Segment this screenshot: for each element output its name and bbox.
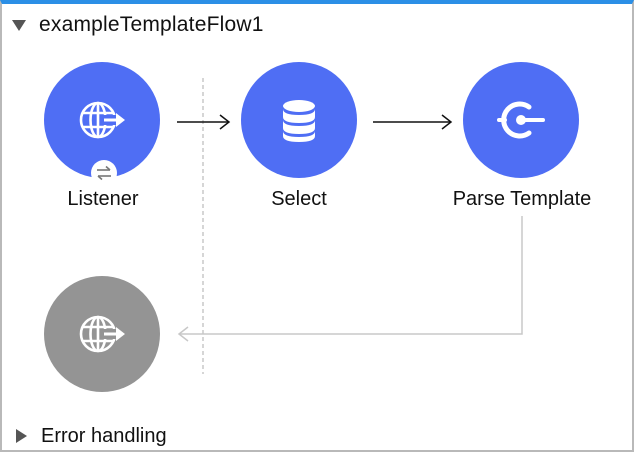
return-arrowhead (177, 326, 189, 342)
arrowhead-listener-select (219, 114, 231, 130)
parse-template-node[interactable] (463, 62, 579, 178)
select-node[interactable] (241, 62, 357, 178)
collapse-triangle-icon[interactable] (12, 19, 26, 31)
error-handling-section[interactable]: Error handling (16, 423, 167, 449)
globe-arrow-icon (79, 315, 125, 353)
expand-triangle-icon[interactable] (16, 429, 27, 443)
listener-response-node[interactable] (44, 276, 160, 392)
transform-connector-icon (497, 101, 545, 139)
flow-header[interactable]: exampleTemplateFlow1 (12, 10, 264, 40)
listener-node[interactable] (44, 62, 160, 178)
parse-template-label: Parse Template (452, 188, 592, 210)
bidirectional-arrows-icon (97, 165, 111, 181)
arrowhead-select-parse (441, 114, 453, 130)
flow-connectors (177, 78, 523, 374)
database-icon (283, 100, 315, 142)
listener-badge (91, 160, 117, 186)
flow-title: exampleTemplateFlow1 (39, 13, 264, 36)
error-handling-label: Error handling (41, 424, 167, 447)
select-label: Select (271, 188, 327, 210)
globe-arrow-icon (79, 101, 125, 139)
listener-label: Listener (67, 188, 139, 210)
return-path (180, 216, 523, 335)
